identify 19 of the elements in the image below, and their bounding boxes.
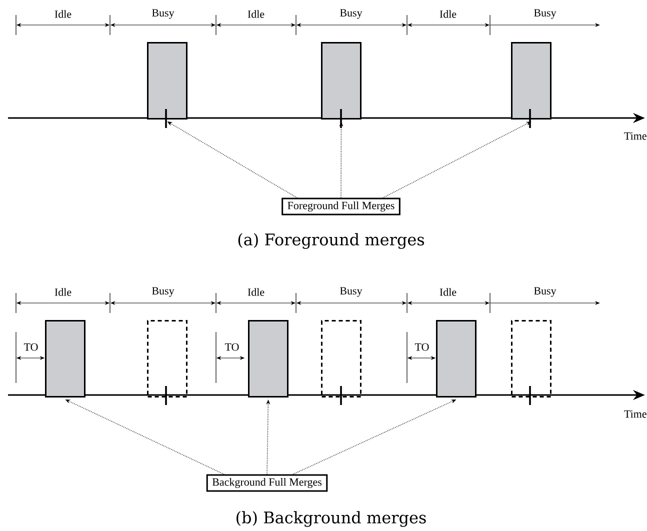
caption: (a) Foreground merges — [238, 233, 424, 249]
axis-label: Time — [624, 410, 646, 418]
interval-label: Idle — [54, 10, 72, 18]
busy-box — [248, 320, 288, 398]
busy-box — [321, 42, 362, 120]
busy-box — [436, 320, 476, 398]
caption: (b) Background merges — [236, 511, 426, 527]
interval-label: Idle — [248, 10, 264, 18]
busy-box — [147, 42, 188, 120]
skipped-busy-box — [147, 320, 188, 398]
interval-label: Idle — [440, 10, 456, 18]
skipped-busy-box — [321, 320, 362, 398]
axis-label: Time — [624, 132, 646, 140]
label-box: Foreground Full Merges — [282, 198, 400, 216]
label-box: Background Full Merges — [206, 474, 328, 492]
skipped-busy-box — [511, 320, 552, 398]
busy-box — [511, 42, 552, 120]
interval-label: Busy — [534, 287, 556, 297]
busy-box — [45, 320, 86, 398]
